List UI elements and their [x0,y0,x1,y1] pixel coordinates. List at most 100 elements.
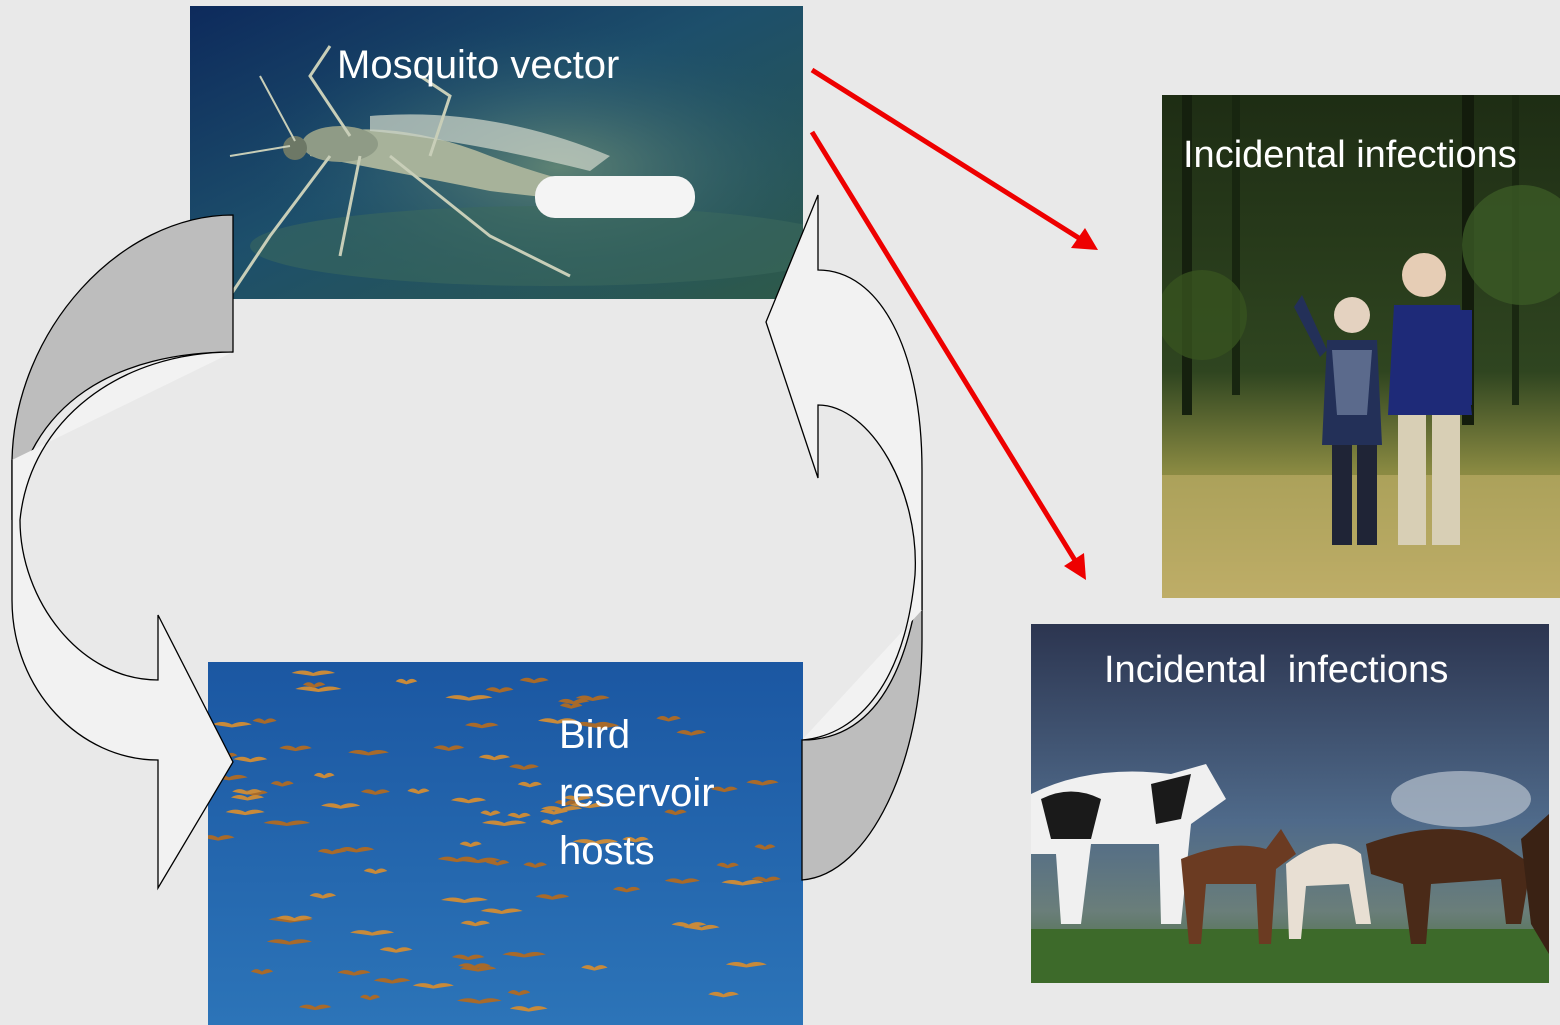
bird-silhouette [395,678,418,685]
bird-silhouette [558,698,590,705]
bird-silhouette [309,893,337,899]
bird-silhouette [507,990,531,996]
bird-silhouette [502,951,546,958]
bird-silhouette [433,745,465,751]
bird-silhouette [671,922,707,928]
bird-silhouette [509,1006,548,1012]
bird-silhouette [225,809,265,816]
birds-photo: Bird reservoir hosts [208,662,803,1025]
bird-silhouette [412,983,454,989]
bird-silhouette [266,939,312,945]
birds-image [208,662,803,1025]
bird-silhouette [263,820,311,827]
bird-silhouette [317,848,347,855]
people-label: Incidental infections [1183,134,1517,176]
bird-silhouette [754,844,776,850]
bird-silhouette [465,722,499,729]
mosquito-label: Mosquito vector [337,43,620,87]
bird-silhouette [252,718,277,724]
bird-silhouette [574,721,614,728]
bird-silhouette [360,789,390,795]
bird-silhouette [338,846,375,853]
bird-silhouette [348,749,389,756]
horses-photo: Incidental infections [1031,624,1549,983]
bird-silhouette [683,924,720,931]
bird-silhouette [664,809,687,816]
bird-silhouette [746,779,779,786]
bird-silhouette [455,857,501,864]
bird-silhouette [373,978,411,984]
people-image [1162,95,1560,598]
bird-silhouette [509,764,539,770]
horses-image [1031,624,1549,983]
mosquito-image [190,6,803,299]
bird-silhouette [350,930,395,936]
bird-silhouette [291,670,336,677]
bird-silhouette [541,806,583,812]
bird-silhouette [456,998,502,1004]
bird-silhouette [575,695,610,702]
bird-silhouette [710,786,738,793]
bird-silhouette [725,962,767,968]
bird-silhouette [232,789,262,795]
bird-silhouette [407,788,430,795]
bird-silhouette [441,897,488,903]
bird-silhouette [507,812,531,819]
bird-silhouette [612,886,641,893]
bird-silhouette [540,819,564,825]
bird-silhouette [535,894,570,900]
bird-silhouette [379,947,413,953]
bird-silhouette [708,991,739,998]
bird-silhouette [716,862,739,869]
bird-silhouette [337,970,371,976]
bird-silhouette [363,868,388,875]
bird-silhouette [458,963,491,969]
bird-silhouette [295,686,342,693]
bird-silhouette [250,969,274,975]
bird-silhouette [276,915,313,922]
bird-silhouette [480,810,501,816]
bird-silhouette [359,994,381,1001]
bird-silhouette [581,965,608,971]
bird-silhouette [460,920,491,927]
bird-silhouette [664,878,700,884]
bird-label-line-2: reservoir [559,771,715,815]
bird-silhouette [233,756,268,763]
bird-silhouette [721,880,764,886]
bird-silhouette [270,781,294,787]
bird-silhouette [751,876,781,883]
bird-silhouette [451,954,485,961]
bird-silhouette [208,835,235,841]
bird-silhouette [559,703,583,709]
horses-label: Incidental infections [1104,649,1449,691]
bird-label-line-1: Bird [559,713,631,757]
bird-silhouette [298,1004,332,1011]
bird-silhouette [517,781,542,788]
bird-silhouette [313,772,335,779]
bird-silhouette [569,802,611,809]
bird-silhouette [302,682,326,688]
bird-silhouette [480,908,523,914]
arrow-to-horses [809,130,1086,580]
bird-silhouette [676,730,707,736]
bird-silhouette [485,687,514,693]
bird-silhouette [445,695,493,701]
bird-silhouette [450,797,487,804]
bird-silhouette [572,839,619,845]
mosquito-photo: Mosquito vector [190,6,803,299]
left-cycle-arrow [11,351,234,891]
bird-silhouette [321,803,361,809]
bird-silhouette [523,862,547,868]
bird-silhouette [519,677,549,684]
bird-silhouette [656,715,681,722]
bird-label-line-3: hosts [559,829,655,873]
bird-silhouette [478,754,510,761]
bird-silhouette [485,860,510,866]
bird-silhouette [537,718,578,724]
bird-silhouette [481,820,527,826]
bird-silhouette [459,841,482,848]
bird-silhouette [563,795,592,802]
